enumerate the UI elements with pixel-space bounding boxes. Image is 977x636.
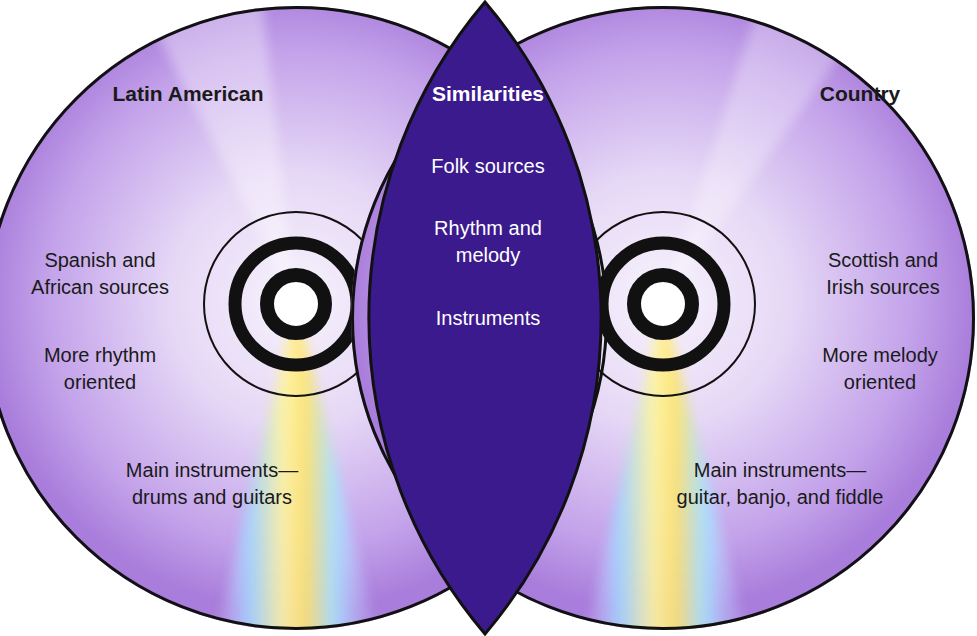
feature-text: Folk sources — [413, 153, 563, 180]
feature-text: Main instruments— guitar, banjo, and fid… — [664, 457, 896, 511]
lens-shape — [369, 2, 601, 634]
disc-ring — [634, 275, 692, 333]
venn-overlap: SimilaritiesFolk sourcesRhythm and melod… — [369, 0, 608, 636]
feature-text: More melody oriented — [805, 342, 955, 396]
feature-text: Rhythm and melody — [420, 215, 556, 269]
disc-ring — [235, 243, 357, 365]
section-heading: Country — [780, 80, 940, 107]
left-disc — [0, 0, 608, 636]
section-heading: Latin American — [88, 80, 288, 107]
feature-text: Spanish and African sources — [20, 247, 180, 301]
feature-text: More rhythm oriented — [20, 342, 180, 396]
right-disc — [351, 0, 975, 636]
feature-text: Scottish and Irish sources — [808, 247, 958, 301]
disc-glare — [140, 0, 296, 304]
disc-ring — [267, 275, 325, 333]
circle-border — [353, 8, 974, 629]
feature-text: Main instruments— drums and guitars — [112, 457, 312, 511]
disc-ring — [602, 243, 724, 365]
disc-hole — [641, 282, 685, 326]
disc-hole — [274, 282, 318, 326]
section-heading: Similarities — [429, 80, 547, 107]
feature-text: Instruments — [408, 305, 568, 332]
